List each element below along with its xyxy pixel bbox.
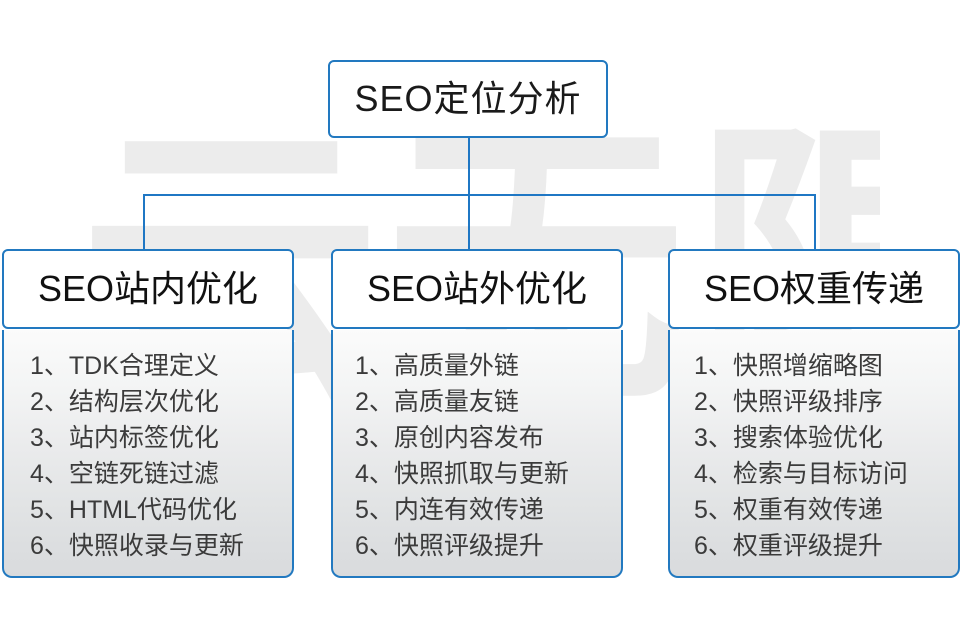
- connector-root-vertical: [468, 137, 470, 195]
- branch-column-3: SEO权重传递 1、快照增缩略图 2、快照评级排序 3、搜索体验优化 4、检索与…: [668, 249, 960, 578]
- list-item: 4、检索与目标访问: [694, 460, 908, 488]
- list-item: 5、权重有效传递: [694, 496, 883, 524]
- connector-branch-3: [814, 194, 816, 250]
- list-item: 1、高质量外链: [355, 352, 519, 380]
- list-item: 4、空链死链过滤: [30, 460, 219, 488]
- branch-column-1: SEO站内优化 1、TDK合理定义 2、结构层次优化 3、站内标签优化 4、空链…: [2, 249, 294, 578]
- branch-item-list-2: 1、高质量外链 2、高质量友链 3、原创内容发布 4、快照抓取与更新 5、内连有…: [333, 348, 621, 564]
- branch-item-list-3: 1、快照增缩略图 2、快照评级排序 3、搜索体验优化 4、检索与目标访问 5、权…: [670, 348, 958, 564]
- branch-item-list-1: 1、TDK合理定义 2、结构层次优化 3、站内标签优化 4、空链死链过滤 5、H…: [4, 348, 292, 564]
- branch-body-3: 1、快照增缩略图 2、快照评级排序 3、搜索体验优化 4、检索与目标访问 5、权…: [668, 330, 960, 578]
- list-item: 2、高质量友链: [355, 388, 519, 416]
- list-item: 2、结构层次优化: [30, 388, 219, 416]
- branch-header-label-1: SEO站内优化: [37, 268, 259, 309]
- list-item: 3、搜索体验优化: [694, 424, 883, 452]
- branch-body-2: 1、高质量外链 2、高质量友链 3、原创内容发布 4、快照抓取与更新 5、内连有…: [331, 330, 623, 578]
- list-item: 5、HTML代码优化: [30, 496, 237, 524]
- connector-branch-1: [143, 194, 145, 250]
- root-node-label: SEO定位分析: [354, 78, 582, 119]
- list-item: 1、快照增缩略图: [694, 352, 883, 380]
- branch-column-2: SEO站外优化 1、高质量外链 2、高质量友链 3、原创内容发布 4、快照抓取与…: [331, 249, 623, 578]
- list-item: 6、权重评级提升: [694, 532, 883, 560]
- list-item: 4、快照抓取与更新: [355, 460, 569, 488]
- list-item: 5、内连有效传递: [355, 496, 544, 524]
- branch-header-2[interactable]: SEO站外优化: [331, 249, 623, 329]
- list-item: 6、快照收录与更新: [30, 532, 244, 560]
- list-item: 3、站内标签优化: [30, 424, 219, 452]
- list-item: 1、TDK合理定义: [30, 352, 219, 380]
- branch-header-label-2: SEO站外优化: [366, 268, 588, 309]
- connector-horizontal-bus: [143, 194, 816, 196]
- branch-body-1: 1、TDK合理定义 2、结构层次优化 3、站内标签优化 4、空链死链过滤 5、H…: [2, 330, 294, 578]
- branch-header-1[interactable]: SEO站内优化: [2, 249, 294, 329]
- branch-header-label-3: SEO权重传递: [703, 268, 925, 309]
- connector-branch-2: [468, 194, 470, 250]
- list-item: 6、快照评级提升: [355, 532, 544, 560]
- list-item: 2、快照评级排序: [694, 388, 883, 416]
- branch-header-3[interactable]: SEO权重传递: [668, 249, 960, 329]
- root-node[interactable]: SEO定位分析: [328, 60, 608, 138]
- list-item: 3、原创内容发布: [355, 424, 544, 452]
